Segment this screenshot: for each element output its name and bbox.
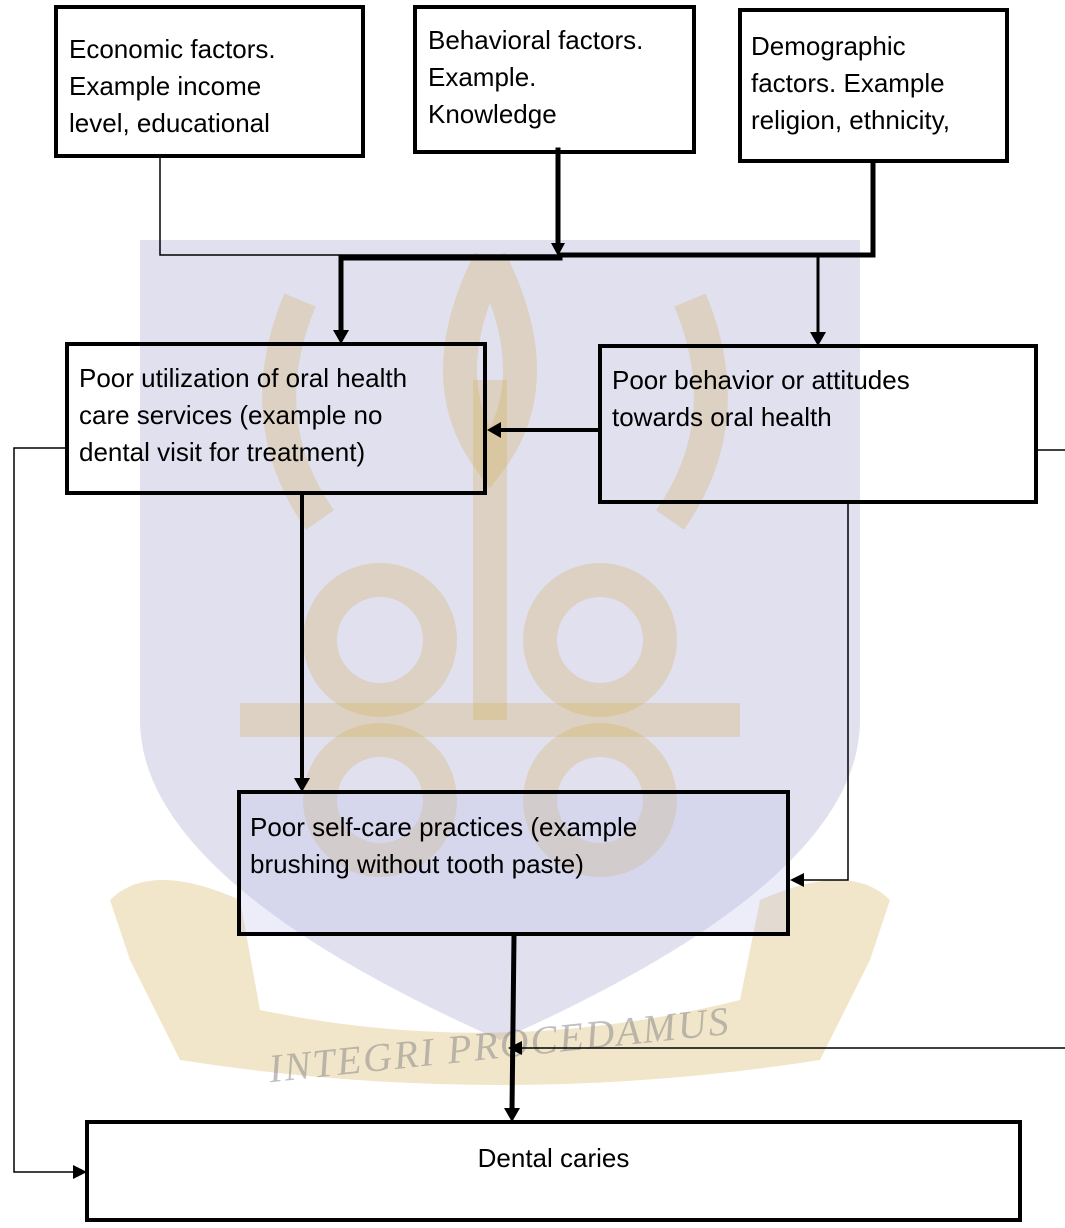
crest-shield <box>140 240 860 1040</box>
emblem-right-leaf <box>655 293 728 530</box>
emblem-left-scroll <box>303 563 457 717</box>
emblem-right-scroll <box>523 563 677 717</box>
emblem-lower-left-scroll <box>303 723 457 877</box>
behavioral-factors-box: Behavioral factors. Example. Knowledge <box>413 5 696 154</box>
emblem-lower-right-scroll <box>523 723 677 877</box>
poor-behavior-box: Poor behavior or attitudes towards oral … <box>598 344 1038 504</box>
ribbon-shape <box>110 880 890 1085</box>
poor-utilization-box: Poor utilization of oral health care ser… <box>65 342 487 495</box>
demographic-factors-box: Demographic factors. Example religion, e… <box>738 8 1009 163</box>
shield-shape <box>140 240 860 1040</box>
dental-caries-box: Dental caries <box>85 1120 1022 1222</box>
economic-factors-box: Economic factors. Example income level, … <box>54 5 365 158</box>
poor-self-care-box: Poor self-care practices (example brushi… <box>237 790 790 936</box>
